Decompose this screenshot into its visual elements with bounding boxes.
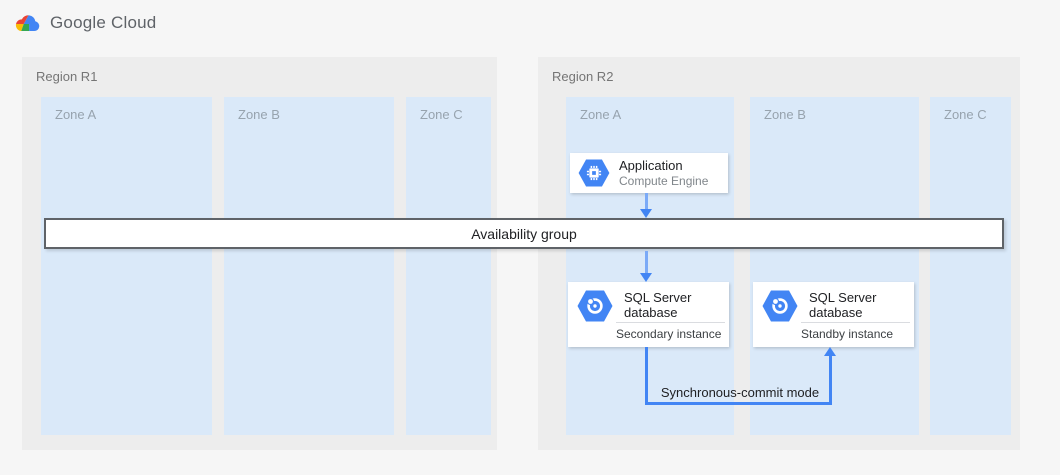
sync-connector-left-segment	[645, 347, 648, 405]
header: Google Cloud	[14, 8, 156, 38]
zone-r2-b: Zone B	[750, 97, 919, 435]
region-r1-label: Region R1	[36, 69, 98, 84]
sql-secondary-node: SQL Server database Secondary instance	[568, 282, 729, 347]
sql-standby-node: SQL Server database Standby instance	[753, 282, 914, 347]
zone-r2-a-label: Zone A	[580, 107, 622, 122]
arrowhead-up-icon	[824, 347, 836, 356]
zone-r1-c-label: Zone C	[420, 107, 463, 122]
arrowhead-down-icon	[640, 273, 652, 282]
sql-secondary-instance-label: Secondary instance	[616, 327, 722, 341]
sql-secondary-title: SQL Server database	[624, 290, 692, 320]
availability-group-bar: Availability group	[44, 218, 1004, 249]
arrow-app-to-availability-group	[645, 193, 648, 211]
zone-r1-b-label: Zone B	[238, 107, 280, 122]
region-r2-label: Region R2	[552, 69, 614, 84]
application-node: Application Compute Engine	[570, 153, 728, 193]
sync-connector-right-segment	[829, 354, 832, 403]
sync-connector-bottom-segment	[645, 402, 832, 405]
zone-r1-c: Zone C	[406, 97, 491, 435]
divider	[616, 322, 725, 323]
availability-group-label: Availability group	[471, 225, 577, 242]
sync-commit-label: Synchronous-commit mode	[660, 385, 820, 400]
google-cloud-logo-icon	[15, 14, 40, 31]
sql-standby-title: SQL Server database	[809, 290, 877, 320]
logo-text-google: Google	[50, 13, 107, 32]
sql-standby-instance-label: Standby instance	[801, 327, 894, 341]
sql-server-instance-icon	[577, 290, 613, 322]
zone-r1-a-label: Zone A	[55, 107, 97, 122]
zone-r2-b-label: Zone B	[764, 107, 806, 122]
application-subtitle: Compute Engine	[619, 173, 709, 188]
arrowhead-down-icon	[640, 209, 652, 218]
arrow-availability-group-to-secondary	[645, 251, 648, 274]
zone-r1-a: Zone A	[41, 97, 212, 435]
sql-server-instance-icon	[762, 290, 798, 322]
zone-r2-c-label: Zone C	[944, 107, 987, 122]
logo-text-cloud: Cloud	[111, 13, 157, 32]
zone-r1-b: Zone B	[224, 97, 394, 435]
zone-r2-c: Zone C	[930, 97, 1011, 435]
compute-engine-icon	[578, 159, 610, 187]
divider	[801, 322, 910, 323]
application-title: Application	[619, 157, 683, 173]
